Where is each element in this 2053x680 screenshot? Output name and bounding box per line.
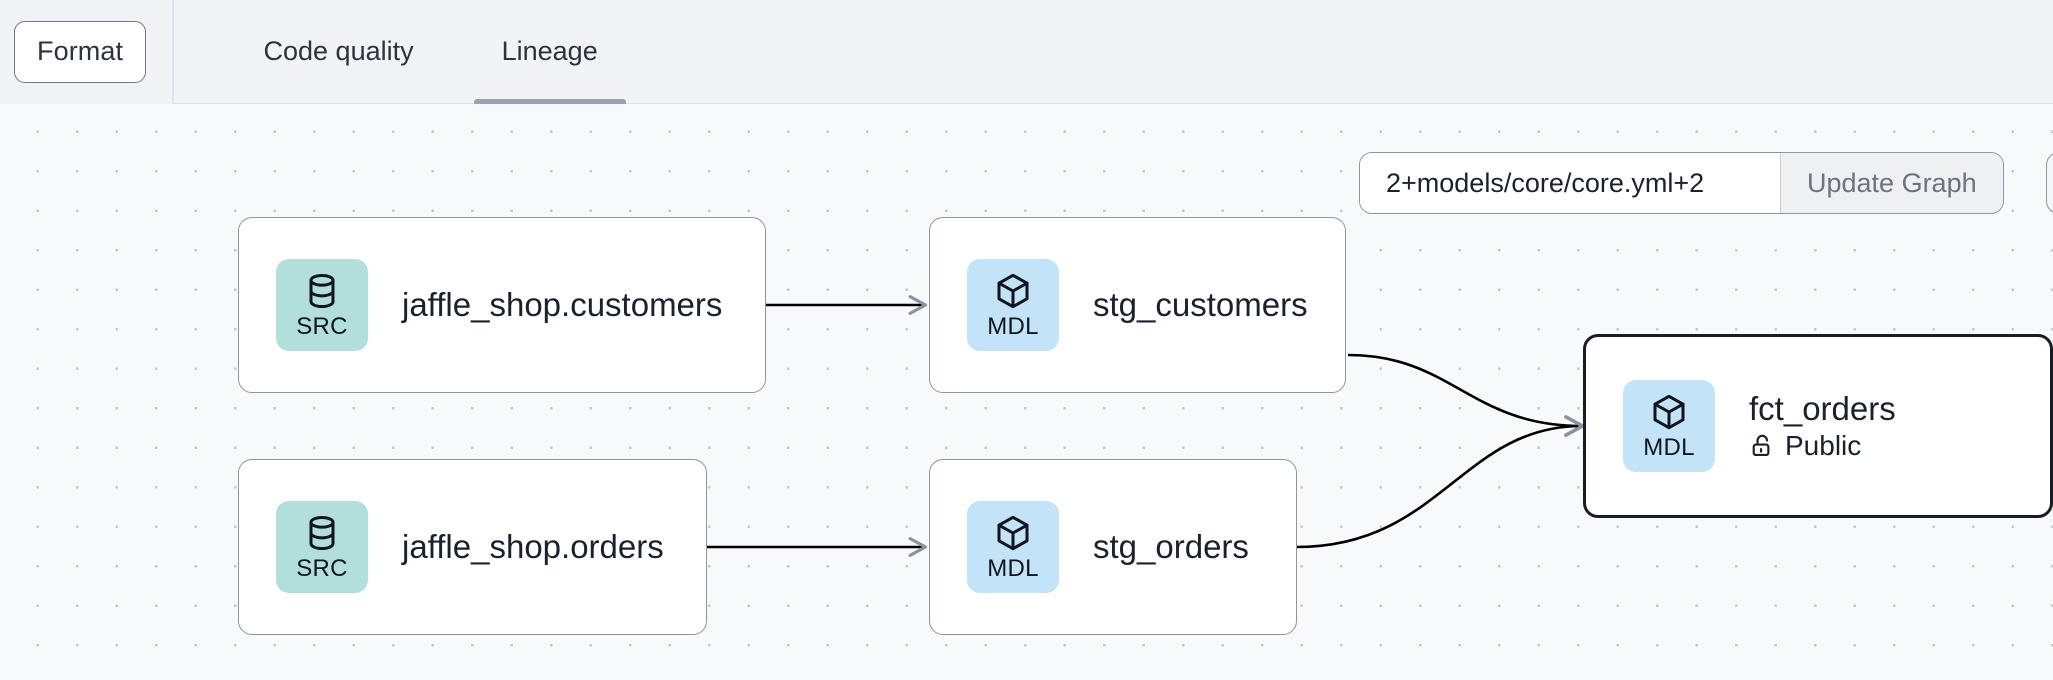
unlock-icon [1752,435,1770,457]
badge-label: MDL [987,555,1039,582]
tab-underline [236,99,442,104]
tab-code-quality-label: Code quality [263,36,414,66]
edge-stg-customers-to-fct-orders [1347,353,1585,437]
lineage-node-jaffle-shop-orders[interactable]: SRC jaffle_shop.orders [238,459,707,635]
lineage-node-stg-orders[interactable]: MDL stg_orders [929,459,1297,635]
model-badge: MDL [967,501,1059,593]
lineage-node-jaffle-shop-customers[interactable]: SRC jaffle_shop.customers [238,217,766,393]
node-title: jaffle_shop.customers [402,286,723,324]
graph-selector-input[interactable] [1360,153,1780,213]
node-access-label: Public [1785,429,1862,461]
format-button[interactable]: Format [14,20,147,83]
badge-label: MDL [1643,434,1695,461]
lineage-node-fct-orders[interactable]: MDL fct_orders Public [1583,334,2053,518]
format-zone: Format [0,0,172,104]
source-badge: SRC [276,259,368,351]
badge-label: SRC [296,555,348,582]
node-text: stg_customers [1093,286,1308,324]
node-title: stg_orders [1093,528,1249,566]
cube-icon [997,273,1029,309]
toolbar: Format Code quality Lineage [0,0,2053,104]
toolbar-divider [172,0,174,104]
database-icon [309,273,335,308]
badge-label: SRC [296,313,348,340]
node-title: jaffle_shop.orders [402,528,664,566]
node-text: jaffle_shop.customers [402,286,722,324]
tab-lineage[interactable]: Lineage [473,0,626,104]
edge-stg-orders-to-fct-orders [1296,415,1585,549]
lineage-node-stg-customers[interactable]: MDL stg_customers [929,217,1346,393]
cube-icon [1653,394,1685,430]
tab-underline-active [473,98,626,104]
tab-code-quality[interactable]: Code quality [236,0,442,104]
tab-bar: Code quality Lineage [174,0,626,104]
node-title: stg_customers [1093,286,1308,324]
model-badge: MDL [967,259,1059,351]
node-access: Public [1749,430,1896,462]
source-badge: SRC [276,501,368,593]
tab-lineage-label: Lineage [501,36,598,66]
graph-selector-control: Update Graph [1359,152,2004,214]
model-badge: MDL [1623,380,1715,472]
database-icon [309,515,335,550]
node-text: jaffle_shop.orders [402,528,664,566]
lineage-canvas[interactable]: SRC jaffle_shop.customers MDL stg_custom… [0,104,2053,680]
cube-icon [997,515,1029,551]
update-graph-button[interactable]: Update Graph [1780,153,2003,213]
node-text: stg_orders [1093,528,1249,566]
node-title: fct_orders [1749,389,1896,427]
graph-control-overflow[interactable] [2046,152,2053,214]
node-text: fct_orders Public [1749,390,1896,462]
badge-label: MDL [987,313,1039,340]
